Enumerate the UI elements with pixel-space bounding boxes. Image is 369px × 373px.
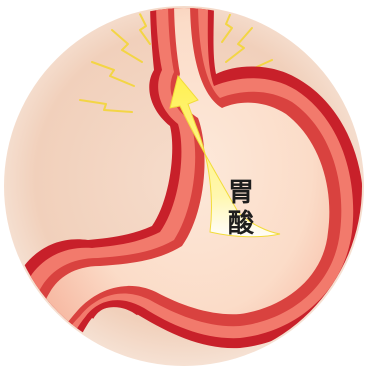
- acid-label-line1: 胃: [228, 178, 254, 208]
- acid-label-line2: 酸: [228, 209, 255, 239]
